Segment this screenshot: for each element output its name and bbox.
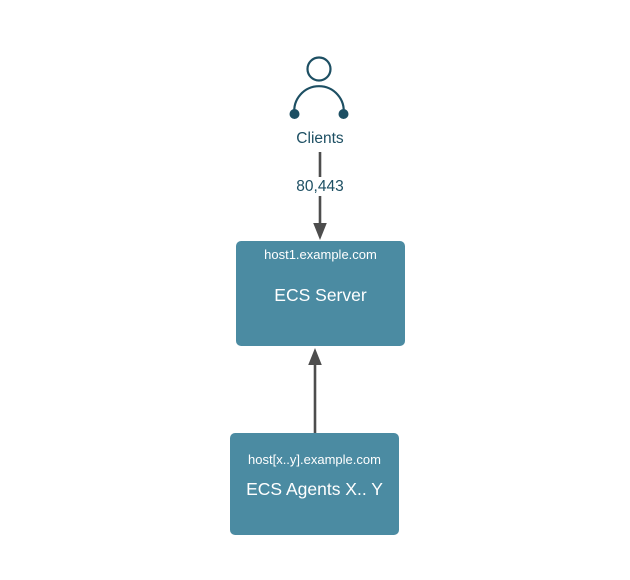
clients-label: Clients [296,130,344,147]
edge-port-label: 80,443 [293,177,347,196]
arrowhead-down-icon [313,223,327,240]
edge-clients-to-server [313,152,327,240]
arrowhead-up-icon [308,348,322,365]
server-hostname: host1.example.com [264,247,377,262]
agents-hostname: host[x..y].example.com [248,452,381,467]
person-hand-left [289,109,300,119]
person-head [306,56,332,82]
person-icon [289,56,349,119]
server-title: ECS Server [274,285,367,305]
person-shoulders [293,85,345,115]
node-ecs-server: host1.example.com ECS Server [236,241,405,346]
node-ecs-agents: host[x..y].example.com ECS Agents X.. Y [230,433,399,535]
agents-title: ECS Agents X.. Y [246,479,383,499]
person-hand-right [338,109,349,119]
edge-agents-to-server [308,348,322,433]
